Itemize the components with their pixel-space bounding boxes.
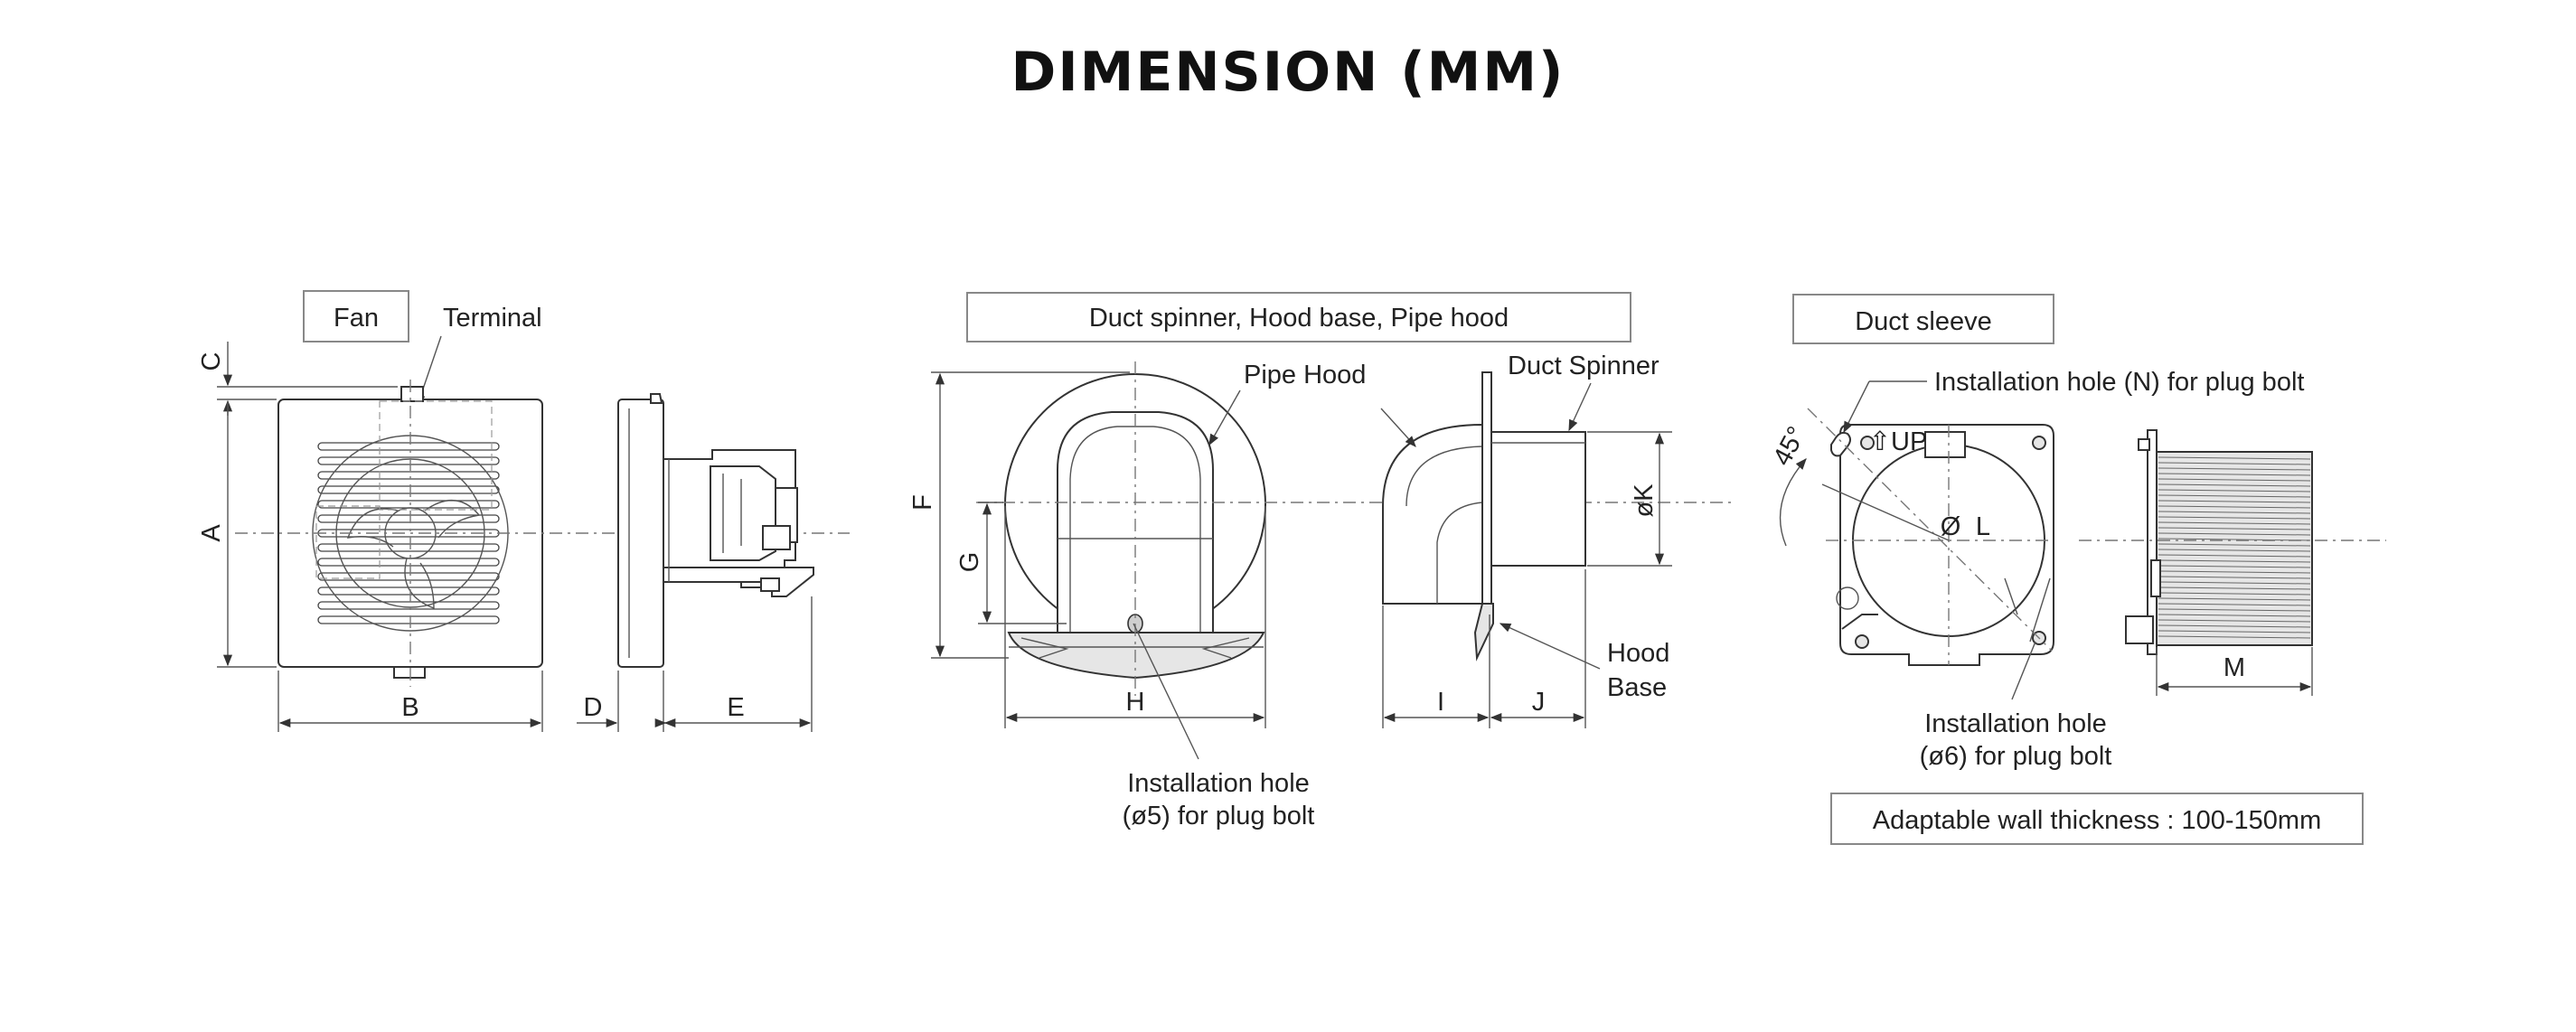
sleeve-thread <box>2158 543 2311 547</box>
pipe-hood-front-drawing <box>976 361 1735 696</box>
dim-b-label: B <box>401 693 418 722</box>
dim-a-label: A <box>197 524 226 542</box>
sleeve-thread <box>2158 456 2311 460</box>
hood-section: Duct spinner, Hood base, Pipe hood Pipe … <box>908 292 1735 830</box>
sleeve-label-box <box>1792 294 2054 344</box>
wall-thickness-label: Adaptable wall thickness : 100-150mm <box>1873 806 2321 835</box>
grille-slat <box>317 601 500 610</box>
sleeve-thread <box>2158 603 2311 606</box>
dim-j-label: J <box>1532 688 1546 717</box>
dim-k-label: øK <box>1630 483 1659 518</box>
sleeve-label: Duct sleeve <box>1855 307 1992 336</box>
dim-f-label: F <box>908 494 937 511</box>
sleeve-thread <box>2158 586 2311 590</box>
hood-base-label-line1: Hood <box>1607 639 1669 668</box>
sleeve-thread <box>2158 549 2311 552</box>
fan-label: Fan <box>334 304 379 333</box>
install-hole-5-line1: Installation hole <box>1127 769 1310 798</box>
fan-front-drawing <box>235 380 850 687</box>
duct-sleeve-front-drawing <box>1807 408 2054 666</box>
grille-slat <box>317 615 500 624</box>
sleeve-thread <box>2158 592 2311 596</box>
dim-e-label: E <box>727 693 744 722</box>
sleeve-thread <box>2158 494 2311 498</box>
install-hole-6-line1: Installation hole <box>1924 709 2107 738</box>
grille-slat <box>317 456 500 465</box>
sleeve-thread <box>2158 489 2311 493</box>
wall-thickness-box <box>1830 793 2364 845</box>
fan-section: Fan Terminal <box>197 290 850 732</box>
sleeve-thread <box>2158 608 2311 612</box>
sleeve-thread <box>2158 635 2311 639</box>
sleeve-thread <box>2158 532 2311 536</box>
hood-label: Duct spinner, Hood base, Pipe hood <box>1089 304 1509 333</box>
sleeve-thread <box>2158 538 2311 541</box>
sleeve-thread <box>2158 554 2311 558</box>
page-title: DIMENSION (MM) <box>1011 41 1565 104</box>
grille-slat <box>317 572 500 581</box>
sleeve-thread <box>2158 581 2311 585</box>
sleeve-thread <box>2158 576 2311 579</box>
duct-spinner-label: Duct Spinner <box>1508 352 1659 380</box>
sleeve-thread <box>2158 500 2311 503</box>
dim-c-label: C <box>197 352 226 371</box>
pipe-hood-label: Pipe Hood <box>1244 361 1366 389</box>
dim-h-label: H <box>1126 688 1145 717</box>
sleeve-thread <box>2158 614 2311 617</box>
sleeve-thread <box>2158 462 2311 465</box>
dim-i-label: I <box>1437 688 1444 717</box>
grille-slat <box>317 471 500 480</box>
dim-g-label: G <box>955 552 984 573</box>
sleeve-section: Duct sleeve ⇧UP Ø L Installation hole (N… <box>1768 294 2386 845</box>
install-hole-5-line2: (ø5) for plug bolt <box>1123 802 1315 830</box>
install-hole-6-line2: (ø6) for plug bolt <box>1920 742 2112 771</box>
dia-symbol: Ø <box>1941 512 1961 541</box>
sleeve-thread <box>2158 473 2311 476</box>
grille-slat <box>317 500 500 509</box>
sleeve-thread <box>2158 565 2311 568</box>
sleeve-thread <box>2158 467 2311 471</box>
sleeve-thread <box>2158 630 2311 633</box>
grille-slat <box>317 543 500 552</box>
sleeve-thread <box>2158 505 2311 509</box>
fan-label-box <box>303 290 409 342</box>
up-label: ⇧UP <box>1869 427 1928 456</box>
grille-slat <box>317 442 500 451</box>
sleeve-thread <box>2158 597 2311 601</box>
grille-slat <box>317 558 500 567</box>
terminal-label: Terminal <box>443 304 542 333</box>
hood-base-label-line2: Base <box>1607 673 1667 702</box>
dia-letter: L <box>1976 512 1990 541</box>
sleeve-thread <box>2158 624 2311 628</box>
sleeve-thread <box>2158 559 2311 563</box>
grille-slat <box>317 514 500 523</box>
sleeve-thread <box>2158 516 2311 520</box>
angle-label: 45° <box>1768 422 1812 471</box>
fan-side-drawing <box>617 393 814 668</box>
duct-sleeve-side-drawing <box>2079 429 2386 655</box>
sleeve-thread <box>2158 570 2311 574</box>
dim-d-label: D <box>584 693 603 722</box>
install-hole-n-label: Installation hole (N) for plug bolt <box>1934 368 2304 397</box>
sleeve-thread <box>2158 511 2311 514</box>
sleeve-thread <box>2158 527 2311 530</box>
grille-slat <box>317 485 500 494</box>
dim-m-label: M <box>2223 653 2245 682</box>
sleeve-thread <box>2158 521 2311 525</box>
hood-label-box <box>966 292 1631 342</box>
pipe-hood-side-drawing <box>1382 371 1586 661</box>
sleeve-thread <box>2158 619 2311 623</box>
sleeve-thread <box>2158 483 2311 487</box>
sleeve-thread <box>2158 478 2311 482</box>
